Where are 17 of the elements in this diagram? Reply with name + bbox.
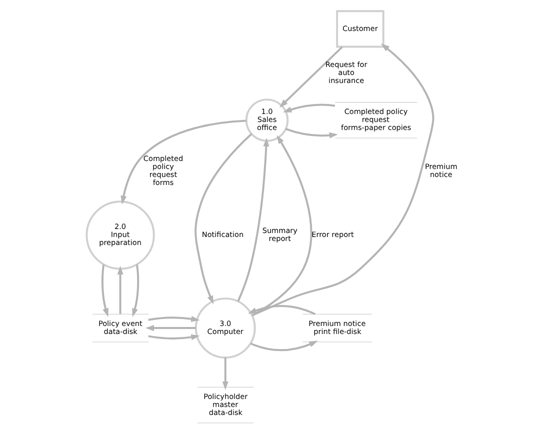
arrow <box>148 316 200 322</box>
arrow <box>250 340 318 352</box>
arrow <box>194 133 252 304</box>
arrow <box>222 358 228 390</box>
arrow <box>247 305 316 316</box>
arrow <box>284 128 338 138</box>
arrow <box>100 264 108 317</box>
arrow <box>282 104 335 112</box>
arrow <box>236 138 269 302</box>
arrow <box>148 334 200 340</box>
arrow <box>116 266 123 314</box>
arrow <box>251 135 312 316</box>
arrow <box>278 46 342 108</box>
arrow <box>120 120 246 204</box>
arrow <box>144 325 196 332</box>
arrow <box>132 264 139 317</box>
arrow <box>251 44 434 316</box>
